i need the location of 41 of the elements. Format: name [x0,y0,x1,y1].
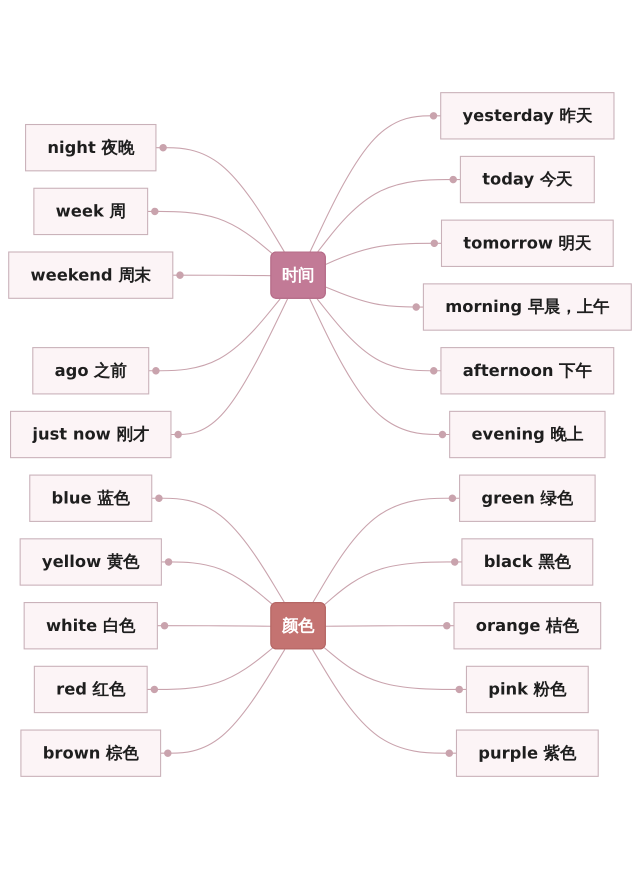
connector [161,558,274,606]
node-box: week 周 [33,188,148,236]
connector [309,298,450,438]
node-box: orange 桔色 [453,602,602,650]
node-box: night 夜晚 [25,124,156,172]
connector [157,622,272,630]
connector [147,647,274,694]
node-box: today 今天 [460,156,595,204]
connector [312,494,460,604]
node-box: green 绿色 [459,474,596,522]
connector [324,647,466,694]
node-box: black 黑色 [461,538,594,586]
connector [152,494,286,604]
node-box: weekend 周末 [8,251,174,299]
connector [148,298,281,374]
connector [326,286,424,311]
node-box: brown 棕色 [20,730,162,777]
connector [316,176,460,253]
connector [324,558,462,606]
connector [170,298,288,438]
connector [316,298,441,374]
node-box: tomorrow 明天 [440,220,614,267]
node-box: yellow 黄色 [20,538,162,586]
connector [172,271,272,279]
connector [148,208,274,255]
connector [156,144,286,253]
node-box: purple 紫色 [456,730,599,777]
connector [160,649,286,757]
node-box: white 白色 [24,602,158,650]
connector [326,240,442,265]
connector [309,112,441,253]
node-box: morning 早晨，上午 [422,283,632,331]
node-box: pink 粉色 [466,666,589,714]
connector [312,649,456,757]
connector [326,622,454,630]
node-box: blue 蓝色 [29,474,152,522]
node-box: ago 之前 [32,347,150,394]
node-box: evening 晚上 [449,410,606,458]
node-box: afternoon 下午 [440,347,614,394]
node-box: yesterday 昨天 [440,92,615,140]
node-box: red 红色 [34,666,148,714]
